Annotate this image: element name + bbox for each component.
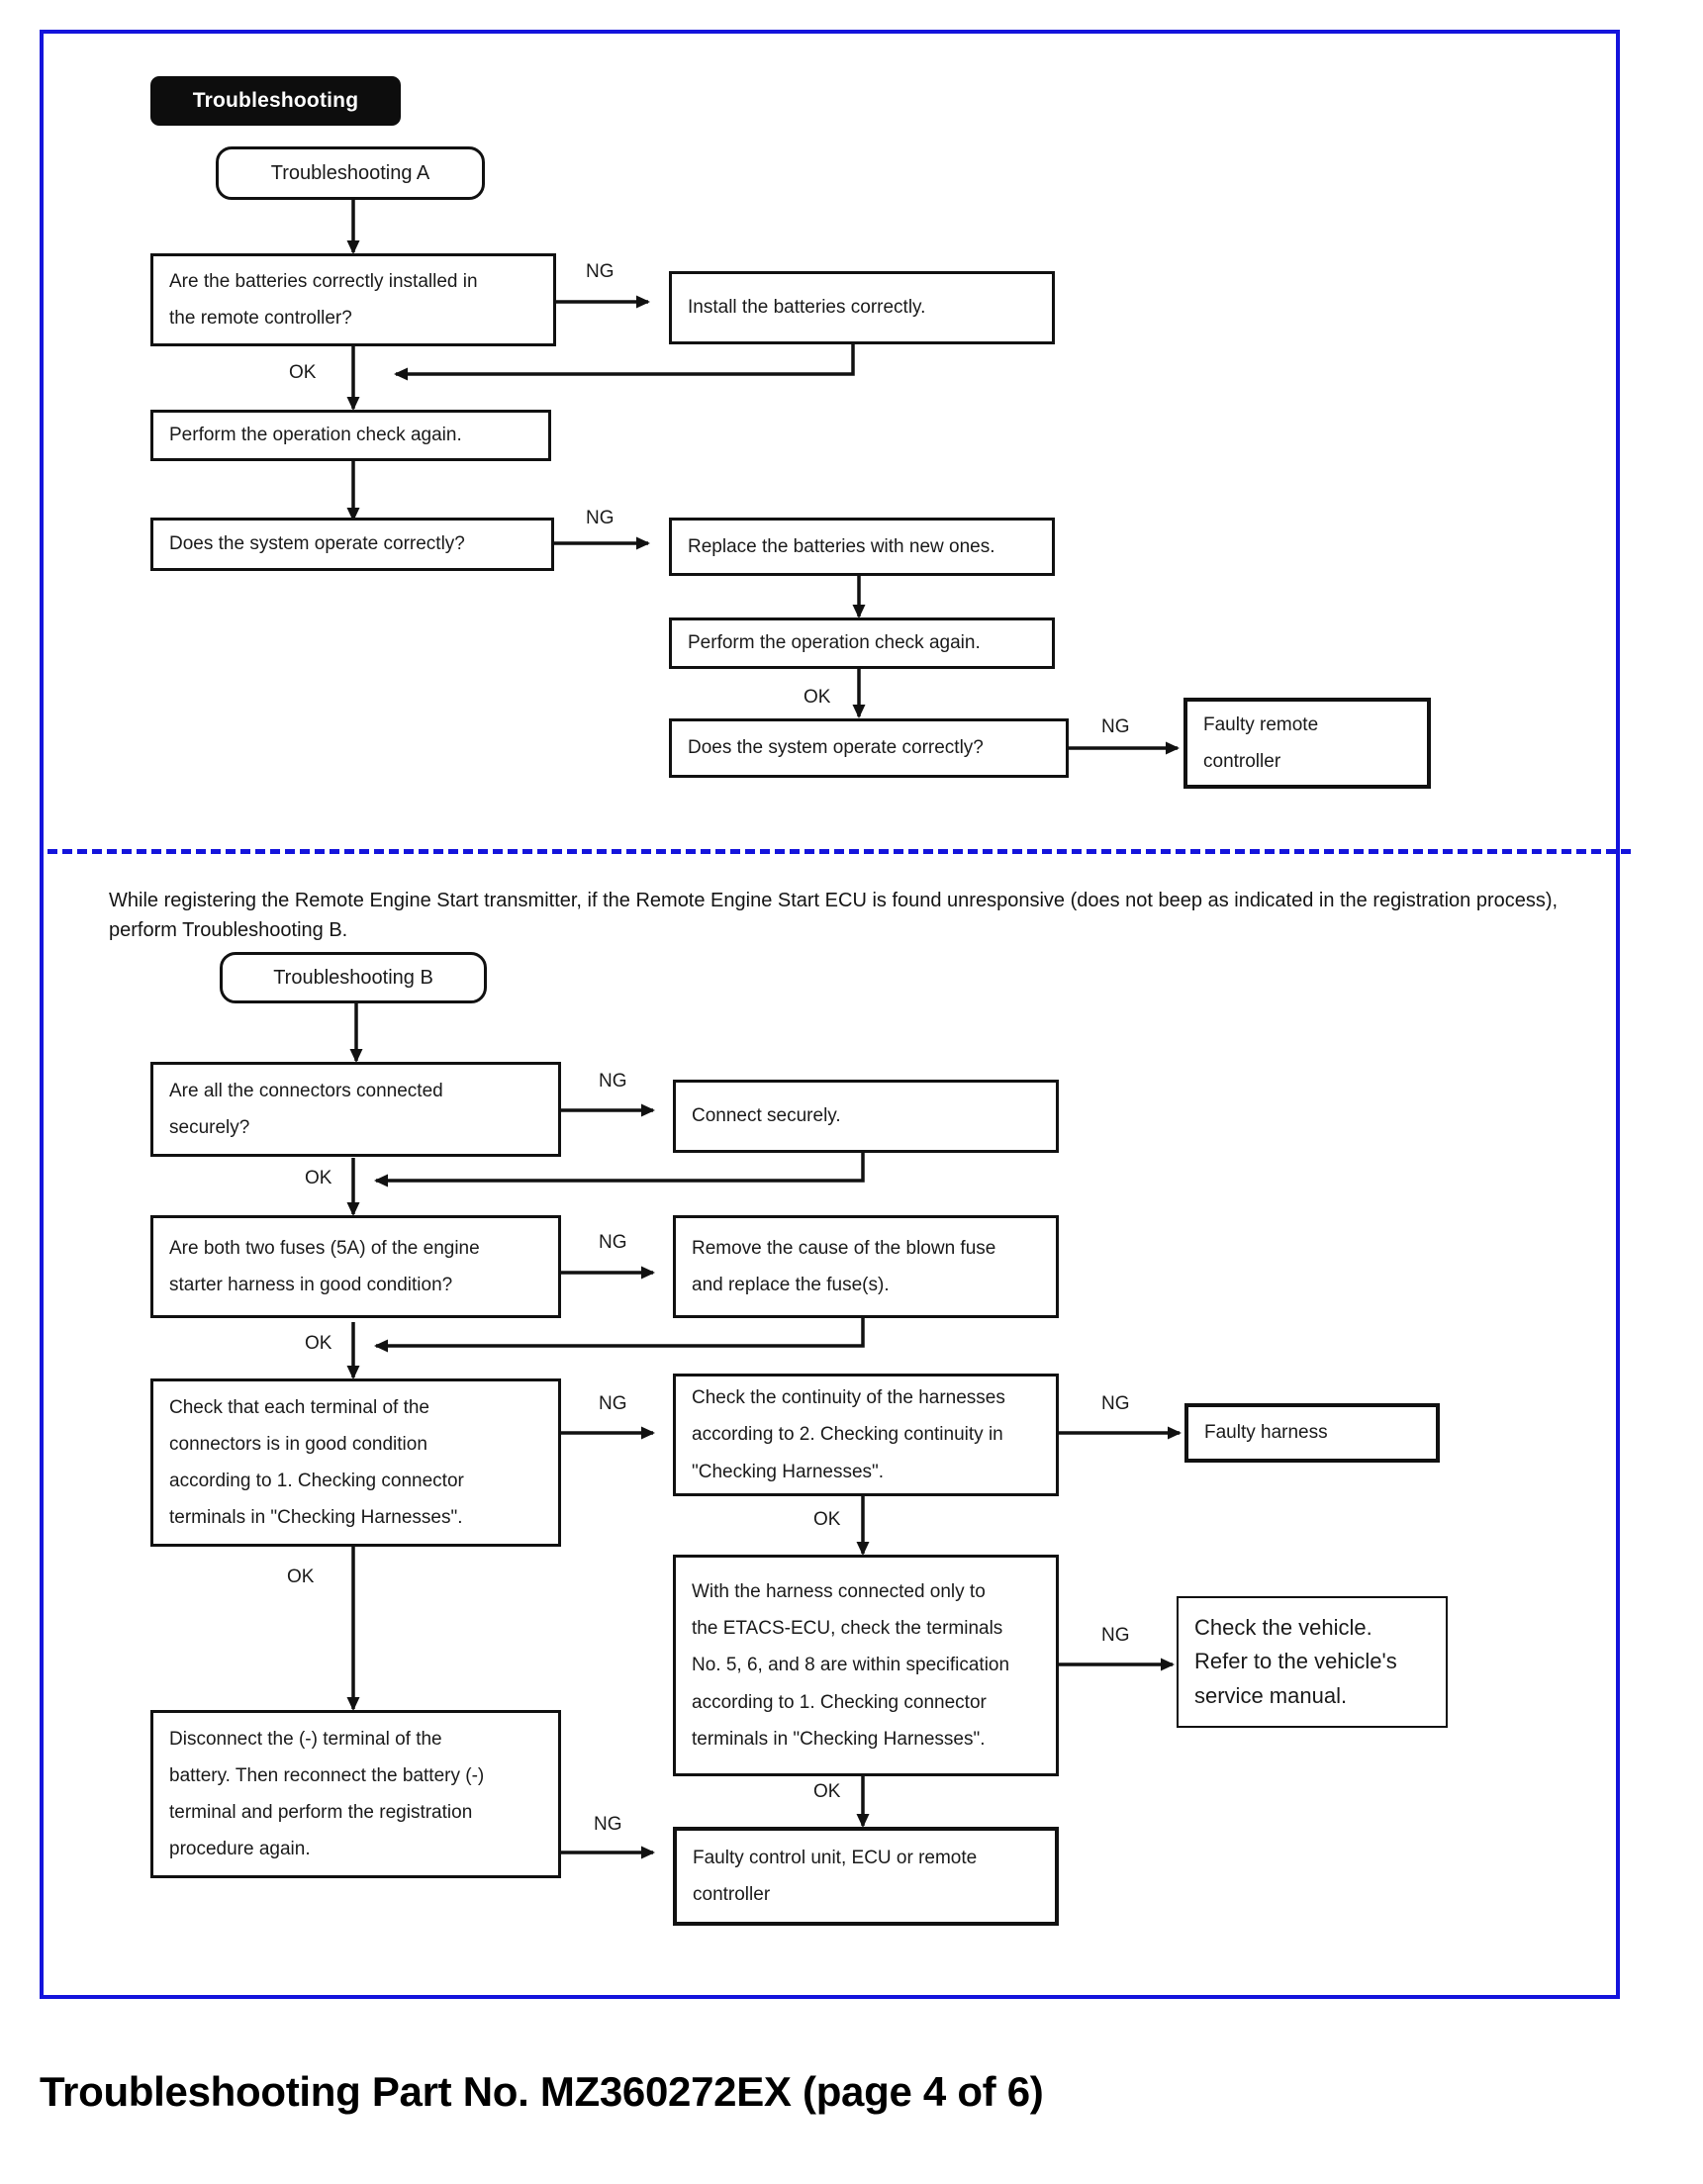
node-disconnect-battery: Disconnect the (-) terminal of the batte…: [150, 1710, 561, 1878]
footer-caption-text: Troubleshooting Part No. MZ360272EX (pag…: [40, 2068, 1044, 2115]
troubleshooting-tag: Troubleshooting: [150, 76, 401, 126]
node-etacs-terminals-label: With the harness connected only to the E…: [692, 1581, 1010, 1750]
edge-label-ok-etacs: OK: [813, 1781, 840, 1803]
node-replace-batteries-label: Replace the batteries with new ones.: [688, 535, 995, 557]
edge-label-ng-continuity-text: NG: [1101, 1393, 1130, 1414]
edge-label-ok-connectors-text: OK: [305, 1168, 332, 1188]
edge-label-ng-fuses: NG: [599, 1232, 627, 1254]
node-batteries-installed-label: Are the batteries correctly installed in…: [169, 270, 478, 329]
edge-label-ng-connectors-text: NG: [599, 1071, 627, 1092]
edge-label-ng-1: NG: [586, 261, 615, 283]
edge-label-ng-disconnect: NG: [594, 1814, 622, 1836]
node-check-terminals-label: Check that each terminal of the connecto…: [169, 1396, 464, 1529]
node-faulty-control-unit-label: Faulty control unit, ECU or remote contr…: [693, 1847, 978, 1905]
start-troubleshooting-b-label: Troubleshooting B: [273, 966, 433, 989]
node-system-operate-2: Does the system operate correctly?: [669, 718, 1069, 778]
edge-label-ok-terminals: OK: [287, 1567, 314, 1588]
node-connect-securely-label: Connect securely.: [692, 1105, 841, 1127]
node-install-batteries: Install the batteries correctly.: [669, 271, 1055, 344]
edge-label-ng-3: NG: [1101, 716, 1130, 738]
node-connect-securely: Connect securely.: [673, 1080, 1059, 1153]
node-install-batteries-label: Install the batteries correctly.: [688, 297, 926, 319]
edge-label-ng-3-text: NG: [1101, 716, 1130, 737]
start-troubleshooting-a: Troubleshooting A: [216, 146, 485, 200]
node-operation-check-2-label: Perform the operation check again.: [688, 632, 981, 654]
edge-label-ng-terminals-text: NG: [599, 1393, 627, 1414]
node-connectors-secure-label: Are all the connectors connected securel…: [169, 1080, 443, 1138]
node-check-vehicle: Check the vehicle. Refer to the vehicle'…: [1177, 1596, 1448, 1728]
edge-label-ng-connectors: NG: [599, 1071, 627, 1092]
node-faulty-remote-controller-label: Faulty remote controller: [1203, 713, 1319, 772]
edge-label-ok-1: OK: [289, 362, 316, 384]
start-troubleshooting-a-label: Troubleshooting A: [270, 161, 430, 184]
edge-label-ok-connectors: OK: [305, 1168, 331, 1189]
node-faulty-harness-label: Faulty harness: [1204, 1422, 1328, 1444]
node-check-continuity: Check the continuity of the harnesses ac…: [673, 1374, 1059, 1496]
node-faulty-harness: Faulty harness: [1184, 1403, 1440, 1463]
node-check-vehicle-label: Check the vehicle. Refer to the vehicle'…: [1194, 1615, 1397, 1708]
edge-label-ng-etacs: NG: [1101, 1625, 1130, 1647]
node-operation-check-2: Perform the operation check again.: [669, 617, 1055, 669]
edge-label-ok-terminals-text: OK: [287, 1567, 315, 1587]
section-divider: [47, 849, 1631, 854]
node-replace-batteries: Replace the batteries with new ones.: [669, 518, 1055, 576]
edge-label-ok-fuses: OK: [305, 1333, 331, 1355]
edge-label-ng-terminals: NG: [599, 1393, 627, 1415]
node-etacs-terminals: With the harness connected only to the E…: [673, 1555, 1059, 1776]
node-operation-check-1: Perform the operation check again.: [150, 410, 551, 461]
node-remove-blown-fuse-label: Remove the cause of the blown fuse and r…: [692, 1237, 996, 1295]
start-troubleshooting-b: Troubleshooting B: [220, 952, 487, 1003]
node-operation-check-1-label: Perform the operation check again.: [169, 425, 462, 446]
edge-label-ng-etacs-text: NG: [1101, 1625, 1130, 1646]
node-system-operate-2-label: Does the system operate correctly?: [688, 737, 984, 759]
node-connectors-secure: Are all the connectors connected securel…: [150, 1062, 561, 1157]
footer-caption: Troubleshooting Part No. MZ360272EX (pag…: [40, 2068, 1044, 2116]
edge-label-ng-disconnect-text: NG: [594, 1814, 622, 1835]
node-fuses-good-label: Are both two fuses (5A) of the engine st…: [169, 1237, 480, 1295]
edge-label-ng-2: NG: [586, 508, 615, 529]
node-fuses-good: Are both two fuses (5A) of the engine st…: [150, 1215, 561, 1318]
node-faulty-remote-controller: Faulty remote controller: [1183, 698, 1431, 789]
section-b-intro-text: While registering the Remote Engine Star…: [109, 890, 1559, 941]
edge-label-ok-continuity-text: OK: [813, 1509, 841, 1530]
edge-label-ok-2-text: OK: [804, 687, 831, 708]
node-disconnect-battery-label: Disconnect the (-) terminal of the batte…: [169, 1728, 485, 1860]
edge-label-ng-fuses-text: NG: [599, 1232, 627, 1253]
edge-label-ok-2: OK: [804, 687, 830, 709]
edge-label-ng-1-text: NG: [586, 261, 615, 282]
node-check-continuity-label: Check the continuity of the harnesses ac…: [692, 1387, 1005, 1482]
edge-label-ok-continuity: OK: [813, 1509, 840, 1531]
node-check-terminals: Check that each terminal of the connecto…: [150, 1378, 561, 1547]
node-system-operate-1-label: Does the system operate correctly?: [169, 533, 465, 555]
node-system-operate-1: Does the system operate correctly?: [150, 518, 554, 571]
section-b-intro-paragraph: While registering the Remote Engine Star…: [109, 886, 1573, 945]
edge-label-ng-2-text: NG: [586, 508, 615, 528]
edge-label-ng-continuity: NG: [1101, 1393, 1130, 1415]
node-remove-blown-fuse: Remove the cause of the blown fuse and r…: [673, 1215, 1059, 1318]
node-batteries-installed: Are the batteries correctly installed in…: [150, 253, 556, 346]
edge-label-ok-fuses-text: OK: [305, 1333, 332, 1354]
edge-label-ok-etacs-text: OK: [813, 1781, 841, 1802]
node-faulty-control-unit: Faulty control unit, ECU or remote contr…: [673, 1827, 1059, 1926]
edge-label-ok-1-text: OK: [289, 362, 317, 383]
